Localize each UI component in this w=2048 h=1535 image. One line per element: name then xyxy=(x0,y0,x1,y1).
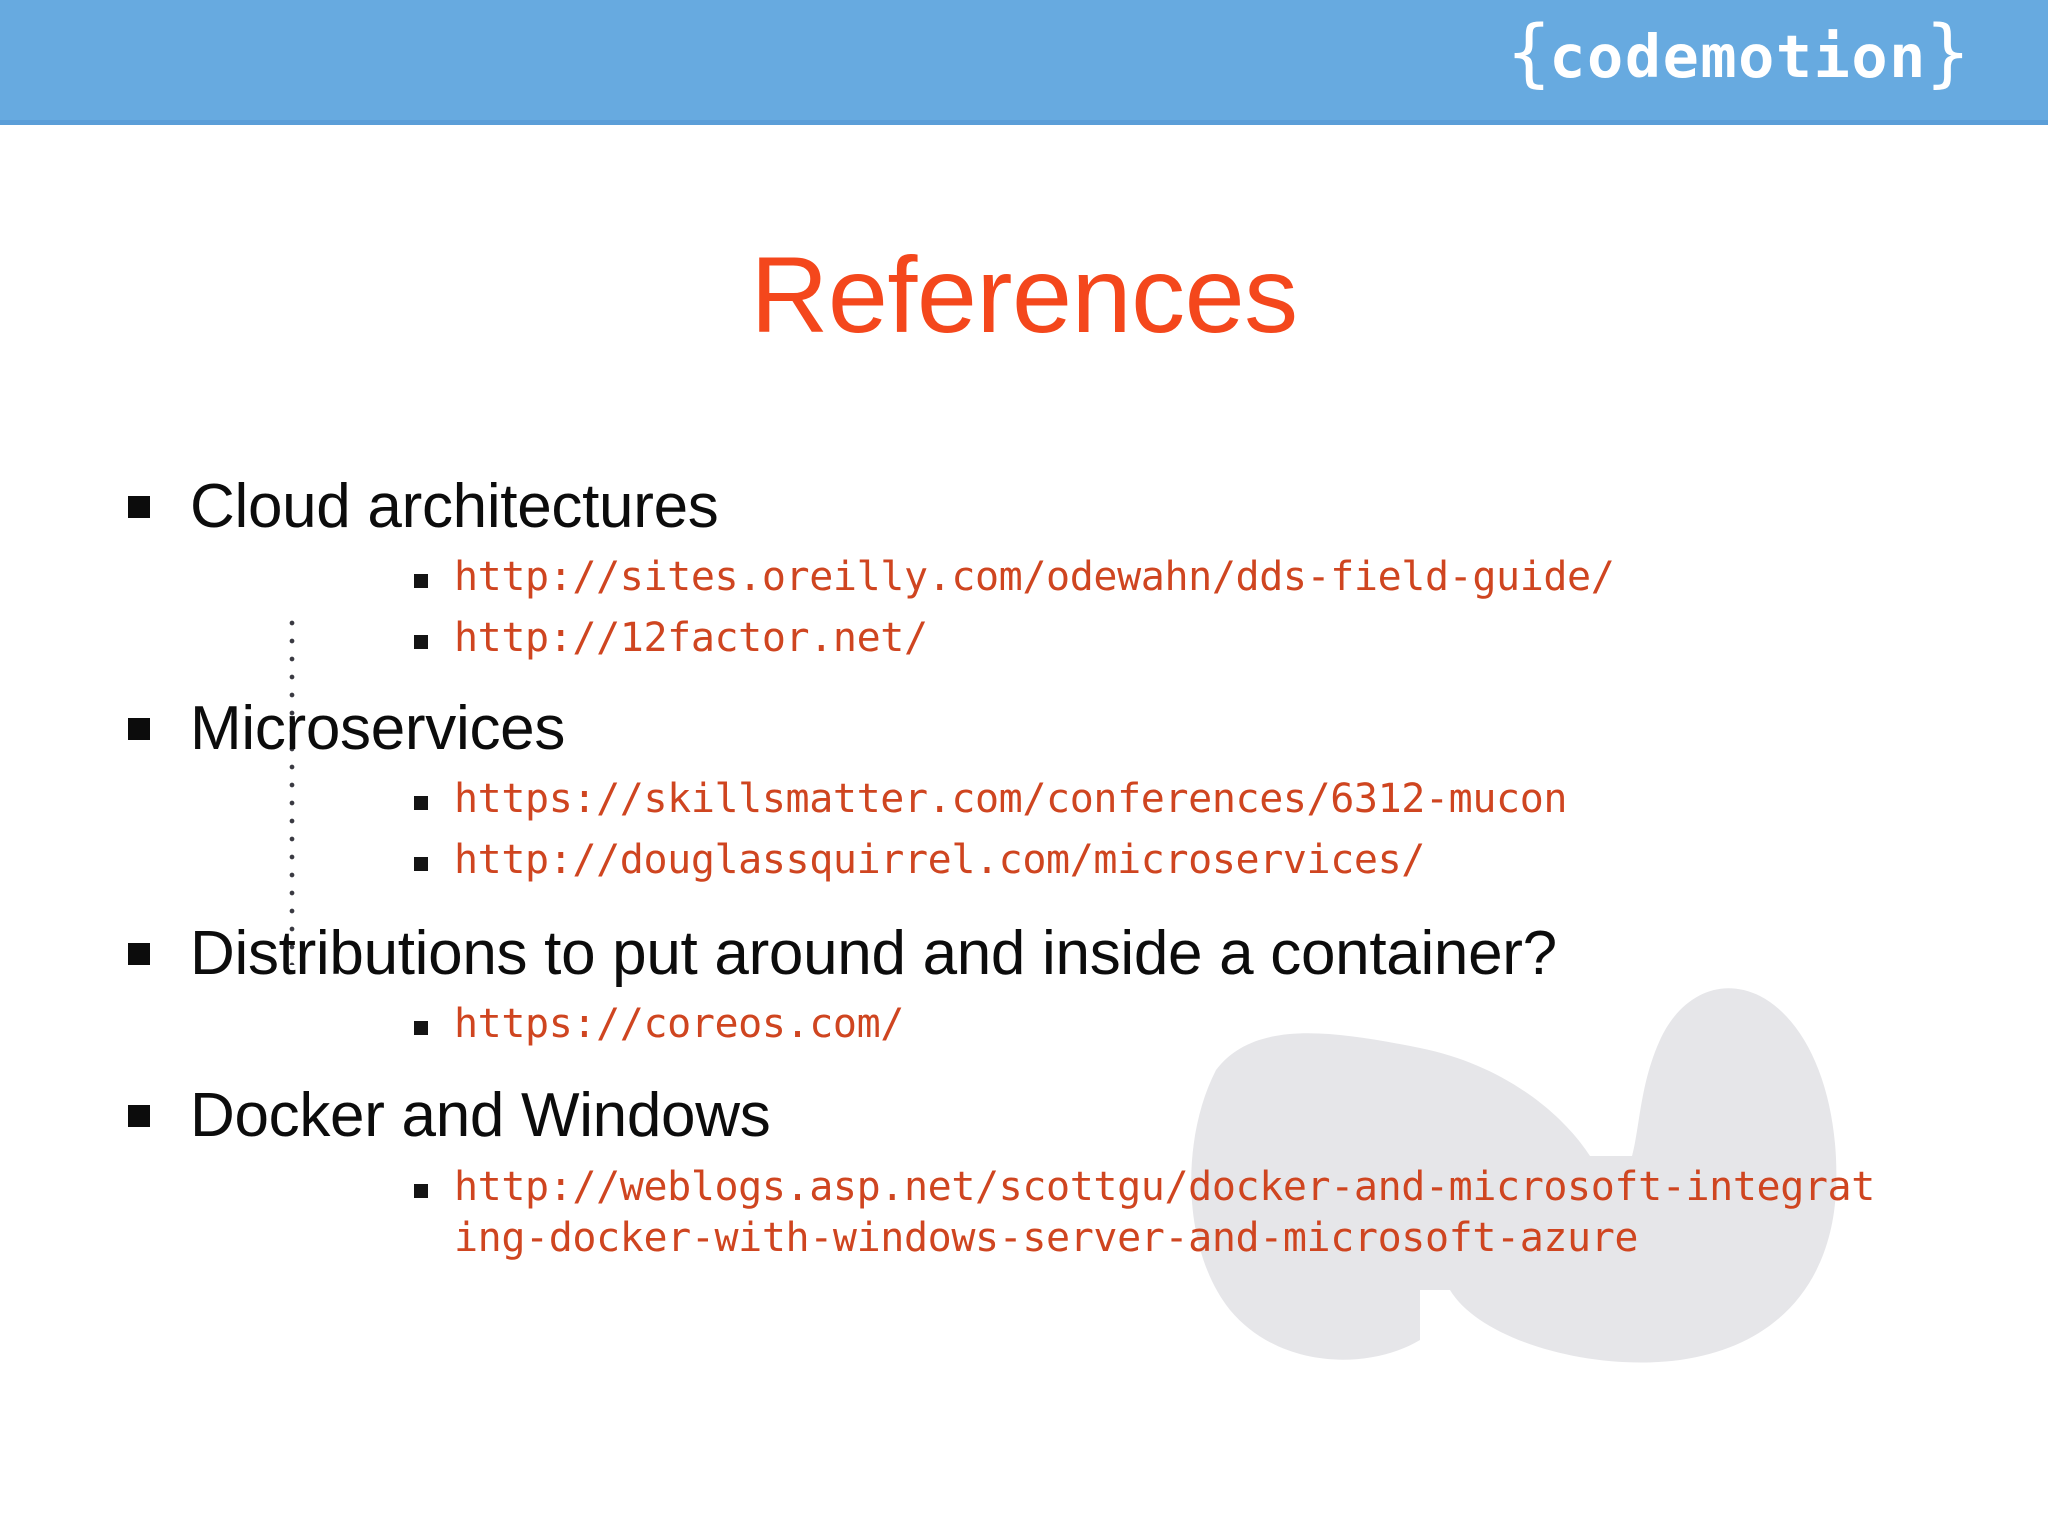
section-heading: Distributions to put around and inside a… xyxy=(190,919,1557,989)
header-band xyxy=(0,0,2048,120)
reference-link[interactable]: http://weblogs.asp.net/scottgu/docker-an… xyxy=(454,1163,1875,1261)
header-band-underline xyxy=(0,120,2048,125)
logo-open-brace: { xyxy=(1506,10,1552,96)
square-bullet-icon xyxy=(128,496,150,518)
square-bullet-icon xyxy=(128,943,150,966)
reference-link[interactable]: http://douglassquirrel.com/microservices… xyxy=(454,836,1425,883)
section-heading-row: Microservices xyxy=(118,692,1938,765)
square-subbullet-icon xyxy=(414,574,428,589)
section-distributions: Distributions to put around and inside a… xyxy=(118,917,1938,1055)
codemotion-logo: {codemotion} xyxy=(1507,16,1970,96)
square-subbullet-icon xyxy=(414,795,428,810)
square-bullet-icon xyxy=(128,717,150,740)
square-subbullet-icon xyxy=(414,1183,428,1198)
section-heading-row: Cloud architectures xyxy=(118,470,1938,543)
reference-link[interactable]: https://coreos.com/ xyxy=(454,1001,904,1048)
logo-wordmark: codemotion xyxy=(1549,21,1928,91)
reference-link[interactable]: http://sites.oreilly.com/odewahn/dds-fie… xyxy=(454,554,1615,601)
section-heading-row: Distributions to put around and inside a… xyxy=(118,917,1938,990)
link-list: http://weblogs.asp.net/scottgu/docker-an… xyxy=(118,1157,1938,1269)
list-item[interactable]: http://douglassquirrel.com/microservices… xyxy=(118,830,1938,891)
reference-link[interactable]: https://skillsmatter.com/conferences/631… xyxy=(454,775,1568,822)
section-heading: Cloud architectures xyxy=(190,472,719,541)
link-list: https://skillsmatter.com/conferences/631… xyxy=(118,769,1938,891)
square-subbullet-icon xyxy=(414,635,428,650)
dotted-connector-line xyxy=(289,620,295,965)
square-bullet-icon xyxy=(128,1105,150,1128)
square-subbullet-icon xyxy=(414,1021,428,1036)
section-heading: Microservices xyxy=(190,693,566,763)
list-item[interactable]: https://coreos.com/ xyxy=(118,994,1938,1055)
list-item[interactable]: http://12factor.net/ xyxy=(118,608,1938,669)
section-microservices: Microservices https://skillsmatter.com/c… xyxy=(118,692,1938,892)
section-heading: Docker and Windows xyxy=(190,1081,771,1151)
list-item[interactable]: https://skillsmatter.com/conferences/631… xyxy=(118,769,1938,830)
page-title: References xyxy=(750,234,1298,355)
logo-close-brace: } xyxy=(1925,10,1970,96)
section-docker-and-windows: Docker and Windows http://weblogs.asp.ne… xyxy=(118,1079,1938,1269)
section-cloud-architectures: Cloud architectures http://sites.oreilly… xyxy=(118,470,1938,670)
reference-link[interactable]: http://12factor.net/ xyxy=(454,615,928,662)
list-item[interactable]: http://sites.oreilly.com/odewahn/dds-fie… xyxy=(118,547,1938,608)
slide-content: Cloud architectures http://sites.oreilly… xyxy=(118,470,1938,1279)
list-item[interactable]: http://weblogs.asp.net/scottgu/docker-an… xyxy=(118,1157,1938,1269)
link-list: http://sites.oreilly.com/odewahn/dds-fie… xyxy=(118,547,1938,669)
square-subbullet-icon xyxy=(414,856,428,871)
section-heading-row: Docker and Windows xyxy=(118,1079,1938,1152)
link-list: https://coreos.com/ xyxy=(118,994,1938,1055)
